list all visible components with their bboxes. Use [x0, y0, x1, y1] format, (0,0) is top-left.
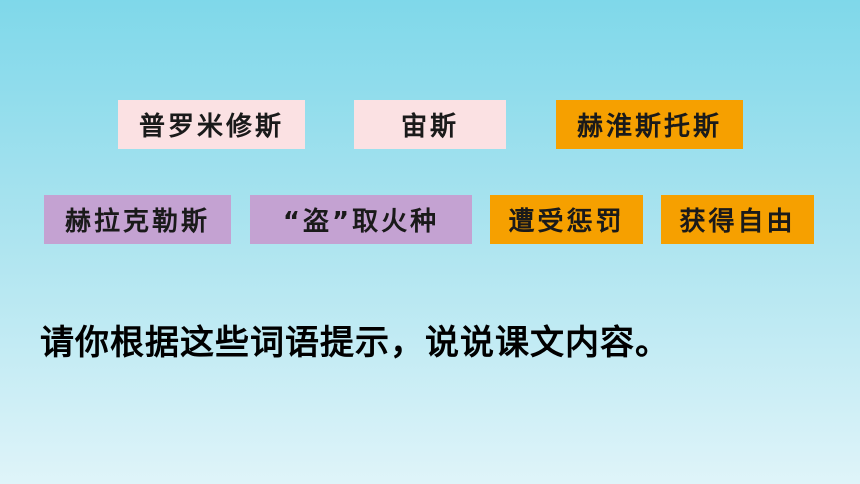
word-card-prometheus: 普罗米修斯	[118, 100, 305, 149]
word-card-punished: 遭受惩罚	[490, 195, 643, 244]
instruction-text: 请你根据这些词语提示，说说课文内容。	[40, 323, 670, 363]
word-card-heracles: 赫拉克勒斯	[44, 195, 231, 244]
word-card-hephaestus: 赫淮斯托斯	[556, 100, 743, 149]
word-card-zeus: 宙斯	[354, 100, 506, 149]
word-card-freed: 获得自由	[661, 195, 814, 244]
word-card-steal-fire: “盗”取火种	[250, 195, 472, 244]
